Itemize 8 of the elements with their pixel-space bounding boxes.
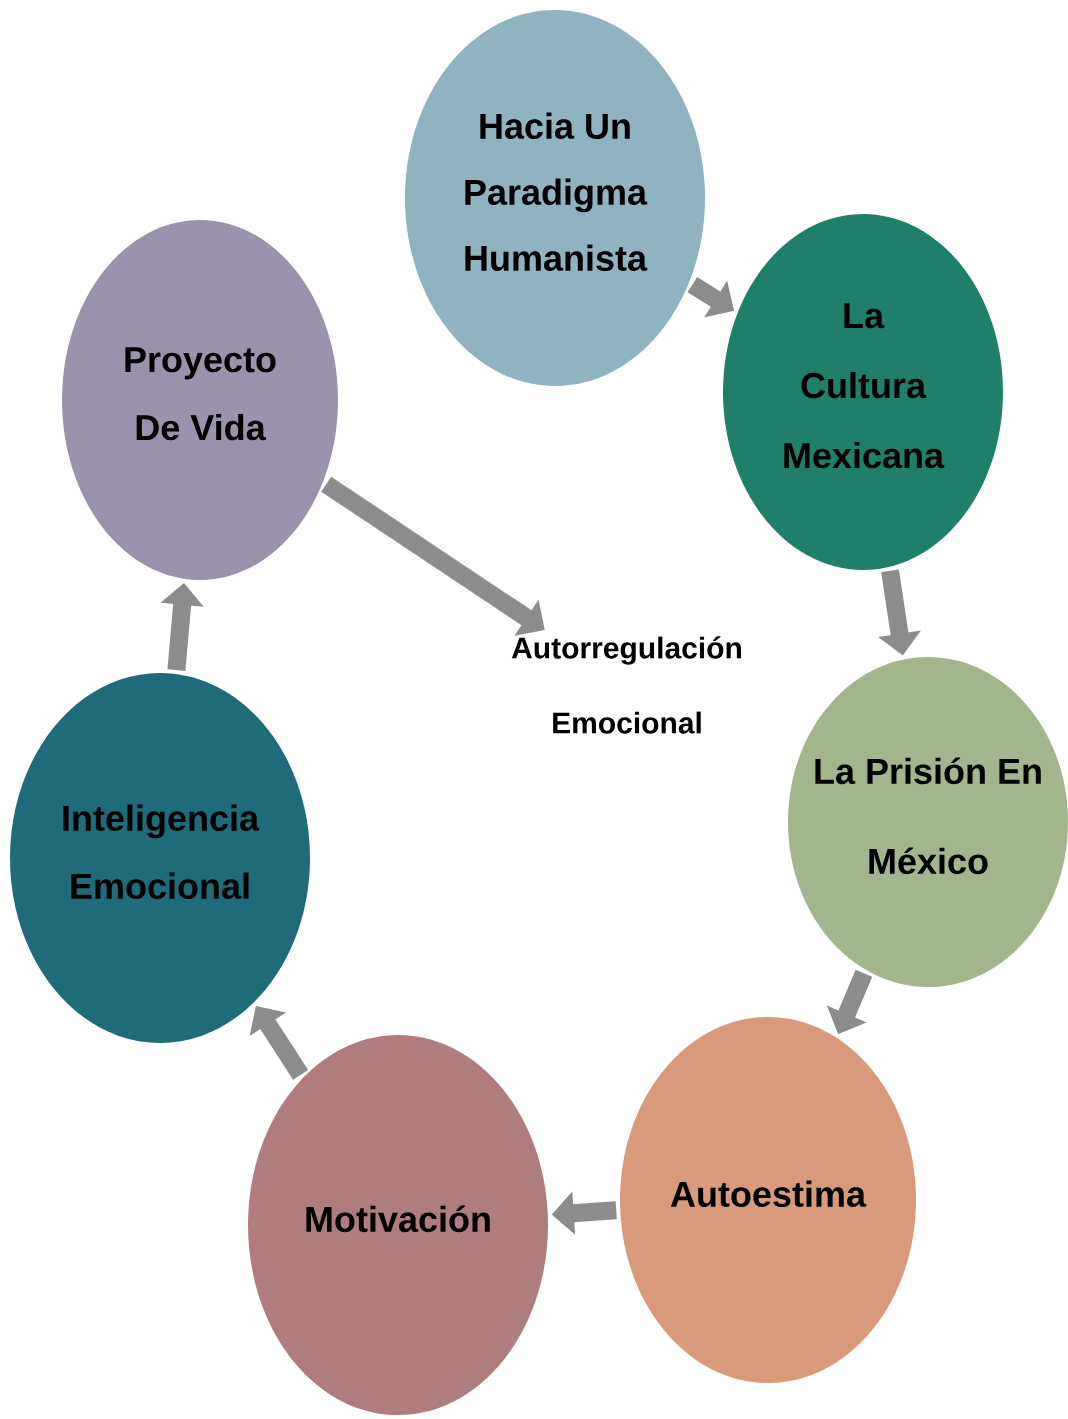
circle-node: Proyecto De Vida bbox=[62, 220, 338, 580]
circle-node: La Prisión En México bbox=[788, 657, 1068, 987]
circle-node: Autoestima bbox=[620, 1017, 916, 1383]
circle-node: Hacia Un Paradigma Humanista bbox=[405, 10, 705, 386]
circle-node: La Cultura Mexicana bbox=[723, 214, 1003, 570]
circle-node: Motivación bbox=[248, 1035, 548, 1415]
center-label: Autorregulación Emocional bbox=[511, 636, 741, 734]
circle-node: Inteligencia Emocional bbox=[10, 673, 310, 1043]
